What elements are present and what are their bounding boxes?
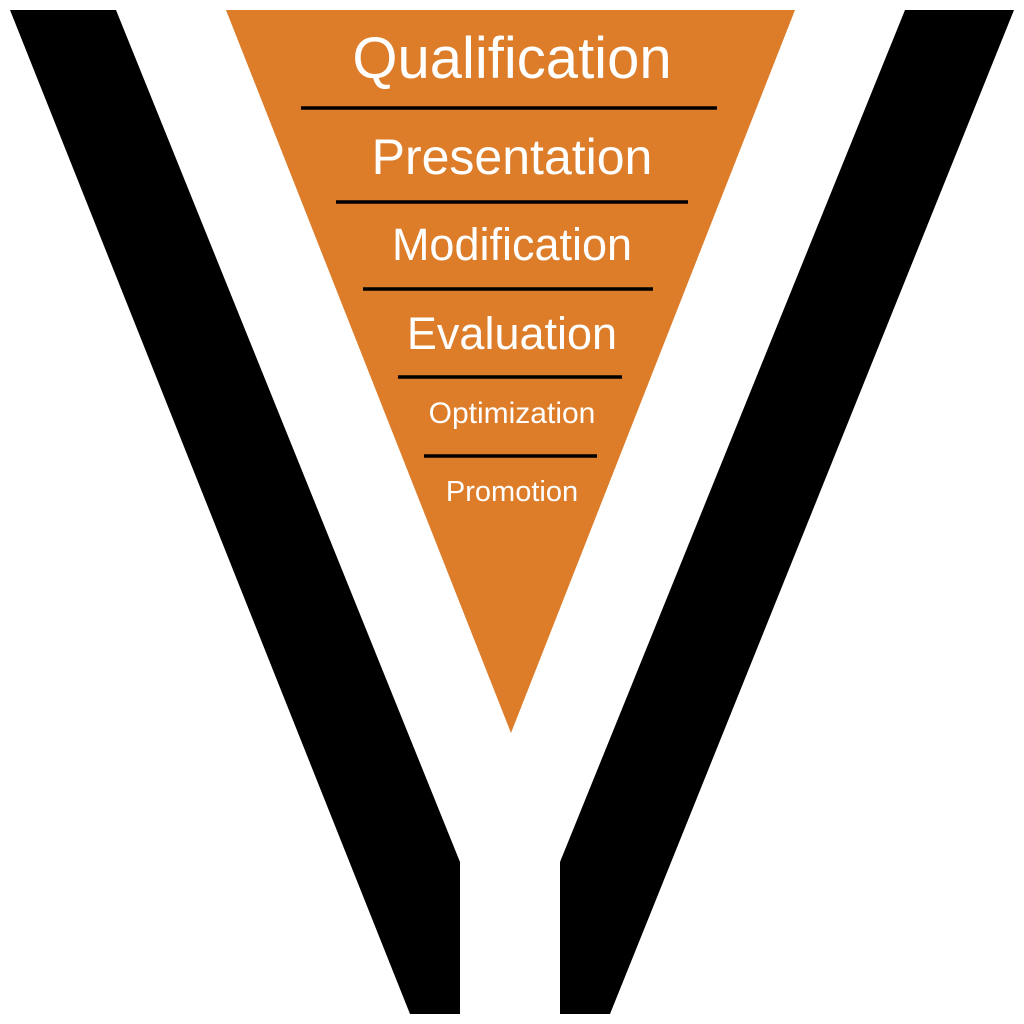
funnel-left-wall (10, 10, 460, 1014)
stage-label-evaluation: Evaluation (406, 308, 618, 359)
stage-label-optimization: Optimization (428, 397, 596, 430)
stage-label-presentation: Presentation (371, 129, 653, 185)
stage-label-modification: Modification (391, 219, 633, 270)
stage-label-qualification: Qualification (352, 26, 672, 91)
funnel-triangle (226, 10, 795, 733)
funnel-right-wall (560, 10, 1014, 1014)
stage-label-promotion: Promotion (445, 476, 579, 508)
